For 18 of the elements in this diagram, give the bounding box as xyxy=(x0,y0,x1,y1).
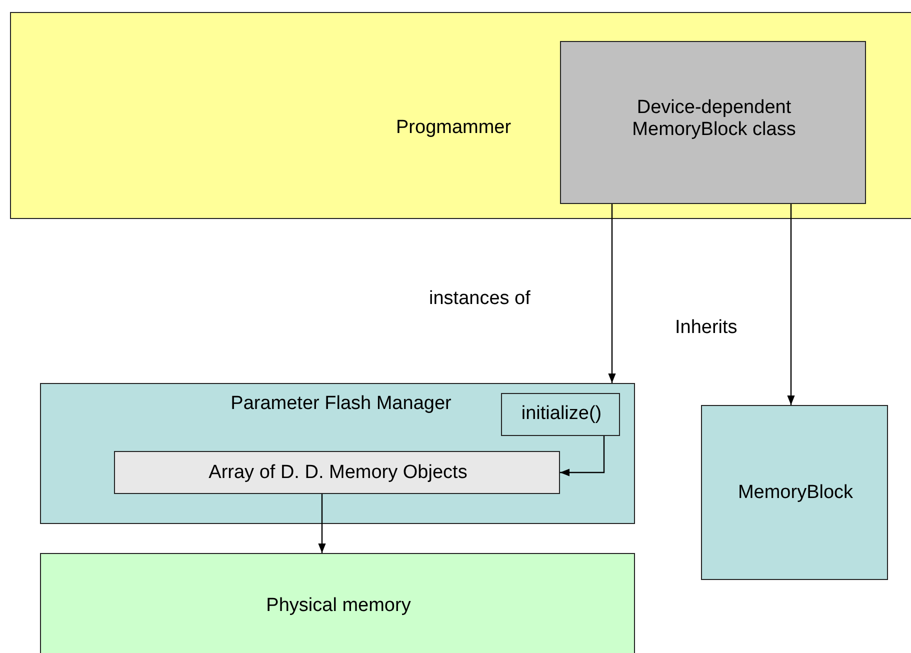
arrow xyxy=(787,204,795,405)
node-label: Array of D. D. Memory Objects xyxy=(208,462,468,484)
array-box xyxy=(114,451,560,494)
arrow xyxy=(608,204,616,383)
node-label: initialize() xyxy=(520,403,603,425)
programmer-band xyxy=(10,12,911,219)
manager-box xyxy=(40,383,635,524)
physical-memory-box xyxy=(40,553,635,653)
node-label: Device-dependent MemoryBlock class xyxy=(631,97,797,141)
arrow xyxy=(318,494,326,553)
node-label: MemoryBlock xyxy=(736,482,854,504)
class-box xyxy=(560,41,866,204)
node-label: Parameter Flash Manager xyxy=(230,393,452,415)
method-box xyxy=(501,393,620,436)
arrow xyxy=(560,436,605,476)
node-label: Progmammer xyxy=(396,117,512,139)
node-label: Physical memory xyxy=(265,595,412,617)
memoryblock-box xyxy=(701,405,888,580)
